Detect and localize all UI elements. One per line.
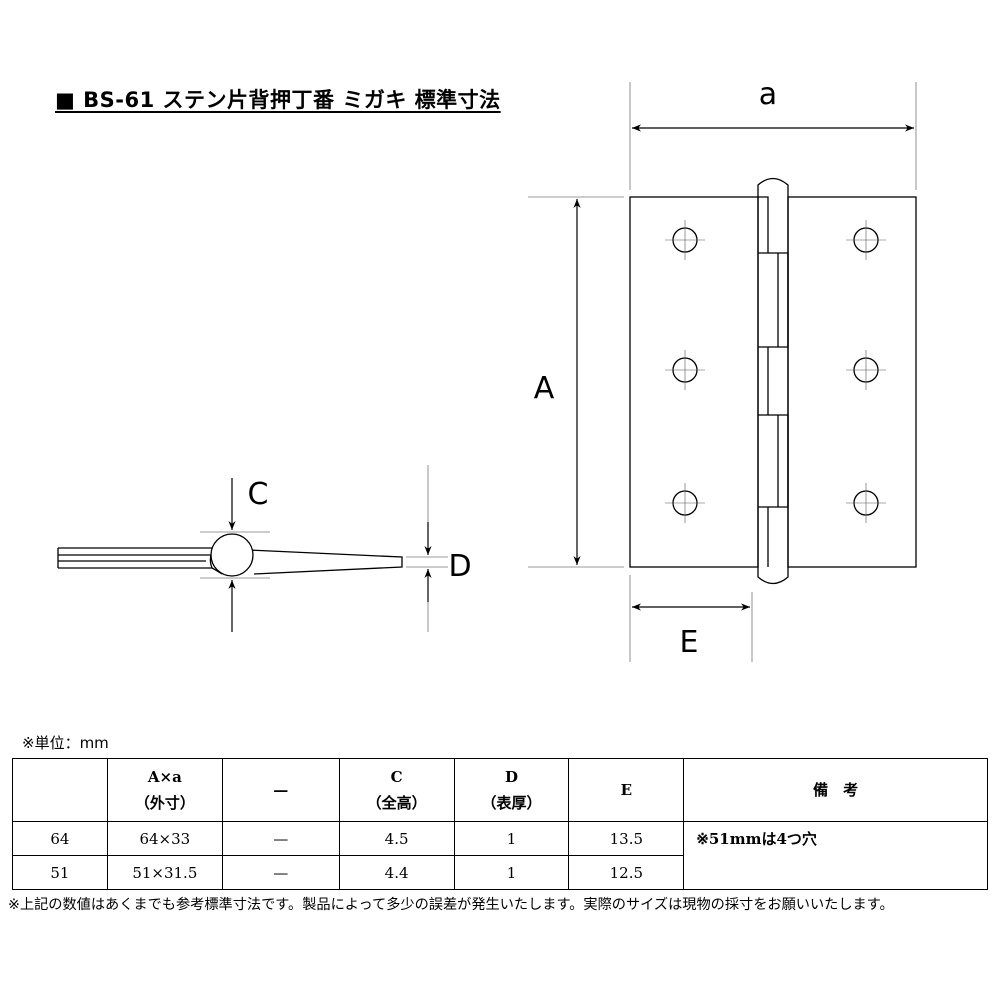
label-a: a xyxy=(759,77,777,112)
pin-cap-top xyxy=(757,177,789,197)
table-cell: 12.5 xyxy=(568,855,685,890)
header-D: D（表厚） xyxy=(453,758,570,822)
table-cell: — xyxy=(221,821,340,856)
table-cell: 13.5 xyxy=(568,821,685,856)
table-cell: 1 xyxy=(453,821,570,856)
table-cell: 4.4 xyxy=(338,855,455,890)
footnote: ※上記の数値はあくまでも参考標準寸法です。製品によって多少の誤差が発生いたします… xyxy=(8,897,894,913)
header-remarks: 備 考 xyxy=(683,758,988,822)
label-D: D xyxy=(448,549,471,584)
table-cell: 4.5 xyxy=(338,821,455,856)
header-E: E xyxy=(568,758,685,822)
unit-note: ※単位：mm xyxy=(22,734,109,752)
extension-lines xyxy=(528,82,917,662)
header-outer-size: A×a（外寸） xyxy=(106,758,223,822)
page-title: ■ BS-61 ステン片背押丁番 ミガキ 標準寸法 xyxy=(55,88,501,112)
header-dash: — xyxy=(221,758,340,822)
remark-cell: ※51mmは4つ穴 xyxy=(683,821,988,890)
header-C: C（全高） xyxy=(338,758,455,822)
label-E: E xyxy=(680,625,699,660)
label-A: A xyxy=(534,371,555,406)
screw-holes xyxy=(672,227,879,516)
pin-cap-bottom xyxy=(757,567,789,585)
table-cell: 51 xyxy=(12,855,108,890)
table-row: 64 64×33 — 4.5 1 13.5 ※51mmは4つ穴 xyxy=(12,821,988,890)
table-cell: — xyxy=(221,855,340,890)
header-size xyxy=(12,758,108,822)
hinge-front-view xyxy=(629,177,917,585)
table-cell: 64 xyxy=(12,821,108,856)
label-C: C xyxy=(248,477,269,512)
table-cell: 1 xyxy=(453,855,570,890)
hinge-side-view xyxy=(57,533,403,577)
table-cell: 51×31.5 xyxy=(106,855,223,890)
spec-table: A×a（外寸） — C（全高） D（表厚） E 備 考 64 64×33 — 4… xyxy=(12,758,988,890)
hinge-diagram: a A C D E xyxy=(57,77,917,662)
hole-centerlines xyxy=(665,220,886,523)
table-row: 51 51×31.5 — 4.4 1 12.5 xyxy=(12,855,988,890)
knuckle-section xyxy=(210,533,254,577)
right-leaf xyxy=(787,196,917,568)
table-cell: 64×33 xyxy=(106,821,223,856)
table-header-row: A×a（外寸） — C（全高） D（表厚） E 備 考 xyxy=(12,758,988,822)
